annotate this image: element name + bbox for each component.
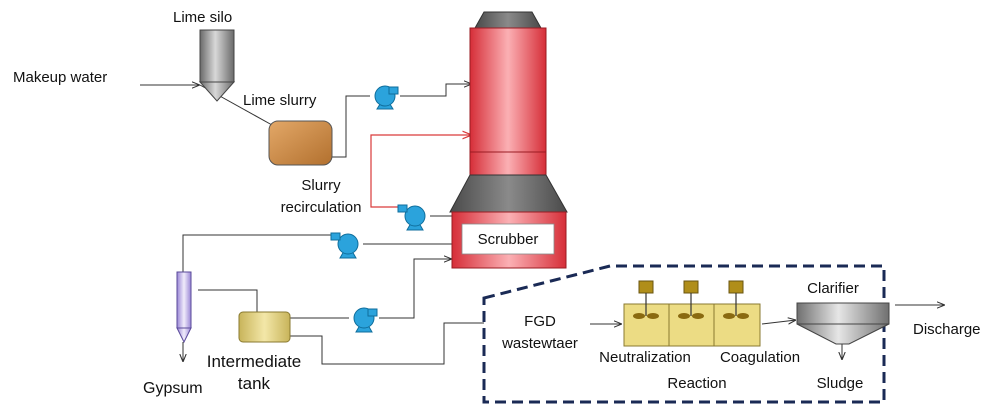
fgd-wastewater-label-2: wastewtaer [501, 335, 578, 352]
clarifier [796, 302, 890, 345]
intermediate-tank-pump [353, 307, 378, 333]
cyclone-feed-line [182, 234, 333, 272]
coagulation-label: Coagulation [720, 349, 800, 366]
sludge-label: Sludge [817, 375, 864, 392]
clarifier-label: Clarifier [807, 280, 859, 297]
lime-slurry-label: Lime slurry [243, 92, 317, 109]
lime-slurry-tank [268, 120, 333, 166]
tank-to-fgd-line [290, 322, 484, 365]
intermediate-tank-label-1: Intermediate [207, 352, 302, 371]
scrubber-tower [449, 11, 568, 269]
discharge-label: Discharge [913, 321, 981, 338]
slurry-recirculation-label-1: Slurry [301, 177, 341, 194]
coagulation-mixer [723, 280, 749, 319]
fgd-wastewater-label-1: FGD [524, 313, 556, 330]
intermediate-tank [238, 311, 291, 343]
slurry-to-pump-line [332, 95, 370, 158]
slurry-recirculation-label-2: recirculation [281, 199, 362, 216]
hydrocyclone [176, 271, 192, 344]
intermediate-tank-label-2: tank [238, 374, 271, 393]
reaction-label: Reaction [667, 375, 726, 392]
cyclone-to-tank-line [198, 289, 258, 312]
neutralization-label: Neutralization [599, 349, 691, 366]
scrubber-label: Scrubber [478, 231, 539, 248]
recirculation-pump [397, 204, 426, 231]
gypsum-label: Gypsum [143, 380, 203, 397]
mixer-tanks [623, 303, 761, 347]
mixer-to-clarifier-arrow [761, 320, 796, 324]
recirculation-red-line [370, 135, 472, 208]
tank-pump-to-scrubber-line [379, 259, 452, 319]
reaction-mixer [678, 280, 704, 319]
makeup-water-label: Makeup water [13, 69, 107, 86]
lime-silo-label: Lime silo [173, 9, 232, 26]
lime-slurry-pump [374, 85, 399, 110]
wastewater-treatment-boundary [482, 264, 886, 404]
cyclone-feed-pump [330, 232, 359, 259]
lime-silo [198, 29, 236, 102]
neutralization-mixer [633, 280, 659, 319]
pump-to-scrubber-line [400, 84, 472, 97]
